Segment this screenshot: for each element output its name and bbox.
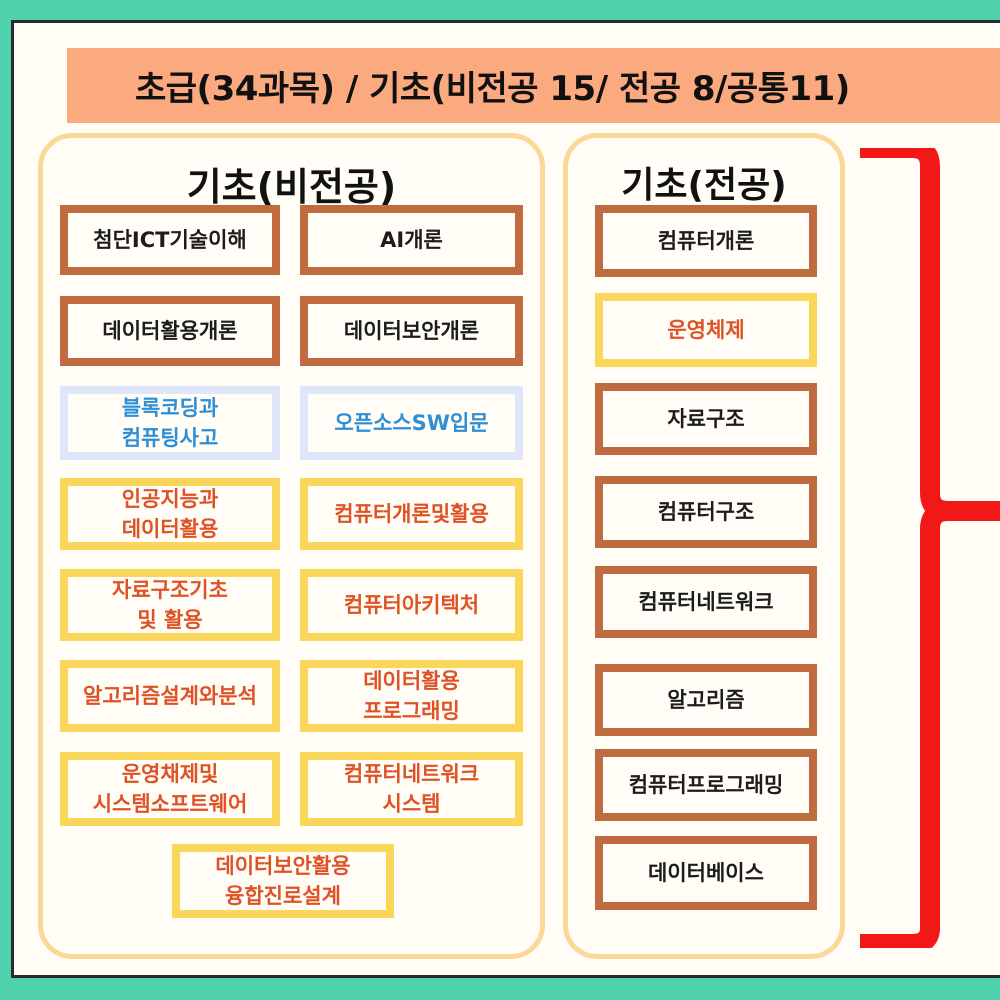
banner-title: 초급(34과목) / 기초(비전공 15/ 전공 8/공통11) — [135, 69, 850, 109]
red-bracket-icon — [860, 148, 1000, 948]
course-box: 데이터베이스 — [595, 836, 817, 910]
course-box: AI개론 — [300, 205, 523, 275]
course-box: 알고리즘설계와분석 — [60, 660, 280, 732]
course-box: 알고리즘 — [595, 664, 817, 736]
course-box: 자료구조 — [595, 383, 817, 455]
course-box: 컴퓨터구조 — [595, 476, 817, 548]
course-box: 운영채제및 시스템소프트웨어 — [60, 752, 280, 826]
course-box: 운영체제 — [595, 293, 817, 367]
course-box: 데이터보안활용 융합진로설계 — [172, 844, 394, 918]
course-box: 인공지능과 데이터활용 — [60, 478, 280, 550]
title-banner: 초급(34과목) / 기초(비전공 15/ 전공 8/공통11) — [67, 48, 1000, 123]
course-box: 데이터활용 프로그래밍 — [300, 660, 523, 732]
major-panel-title: 기초(전공) — [621, 165, 787, 206]
course-box: 컴퓨터개론 — [595, 205, 817, 277]
course-box: 컴퓨터네트워크 시스템 — [300, 752, 523, 826]
course-box: 컴퓨터네트워크 — [595, 566, 817, 638]
course-box: 오픈소스SW입문 — [300, 386, 523, 460]
non-major-panel-title: 기초(비전공) — [186, 165, 397, 209]
course-box: 블록코딩과 컴퓨팅사고 — [60, 386, 280, 460]
course-box: 첨단ICT기술이해 — [60, 205, 280, 275]
course-box: 자료구조기초 및 활용 — [60, 569, 280, 641]
course-box: 데이터보안개론 — [300, 296, 523, 366]
bracket-path — [860, 148, 1000, 948]
course-box: 컴퓨터아키텍처 — [300, 569, 523, 641]
course-box: 컴퓨터프로그래밍 — [595, 749, 817, 821]
course-box: 데이터활용개론 — [60, 296, 280, 366]
course-box: 컴퓨터개론및활용 — [300, 478, 523, 550]
